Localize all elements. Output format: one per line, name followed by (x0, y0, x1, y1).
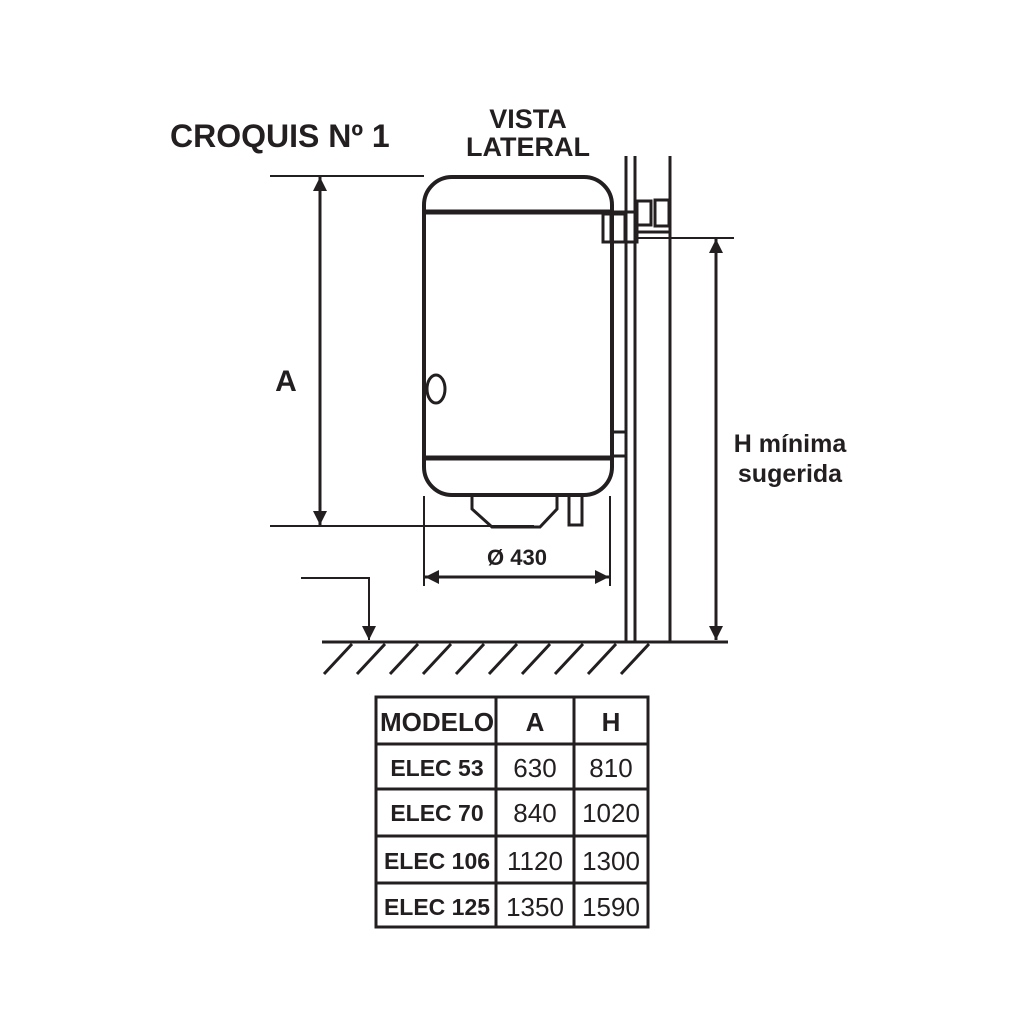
table-cell-h: 1300 (582, 846, 640, 876)
table-header-a: A (526, 707, 545, 737)
view-label-line1: VISTA (489, 104, 567, 134)
h-label-line2: sugerida (738, 460, 843, 488)
water-heater-tank (422, 175, 614, 529)
table-cell-a: 630 (513, 753, 556, 783)
table-cell-h: 1590 (582, 892, 640, 922)
table-cell-a: 1350 (506, 892, 564, 922)
wall (624, 156, 672, 641)
table-cell-a: 840 (513, 798, 556, 828)
view-label-line2: LATERAL (466, 132, 590, 162)
bottom-cover (470, 495, 559, 529)
diameter-label: Ø 430 (487, 545, 547, 570)
dimension-a: A (270, 175, 534, 527)
dimension-a-label: A (275, 365, 297, 398)
table-cell-h: 810 (589, 753, 632, 783)
dimension-h: H mínima sugerida (636, 237, 848, 640)
table-cell-model: ELEC 106 (384, 848, 490, 874)
table-cell-h: 1020 (582, 798, 640, 828)
floor-reference-arrow (301, 577, 376, 640)
dimension-diameter: Ø 430 (423, 496, 611, 586)
thermostat-knob-icon (425, 373, 447, 405)
diagram-title: CROQUIS Nº 1 (170, 118, 390, 154)
table-cell-model: ELEC 53 (390, 755, 483, 781)
floor (322, 640, 728, 676)
outlet-pipe (567, 493, 584, 527)
table-cell-model: ELEC 125 (384, 894, 490, 920)
models-table: MODELO A H ELEC 53 630 810 ELEC 70 840 1… (374, 695, 650, 929)
table-cell-a: 1120 (507, 846, 563, 876)
table-cell-model: ELEC 70 (390, 800, 483, 826)
table-header-modelo: MODELO (380, 707, 494, 737)
table-header-h: H (602, 707, 621, 737)
h-label-line1: H mínima (734, 430, 848, 458)
